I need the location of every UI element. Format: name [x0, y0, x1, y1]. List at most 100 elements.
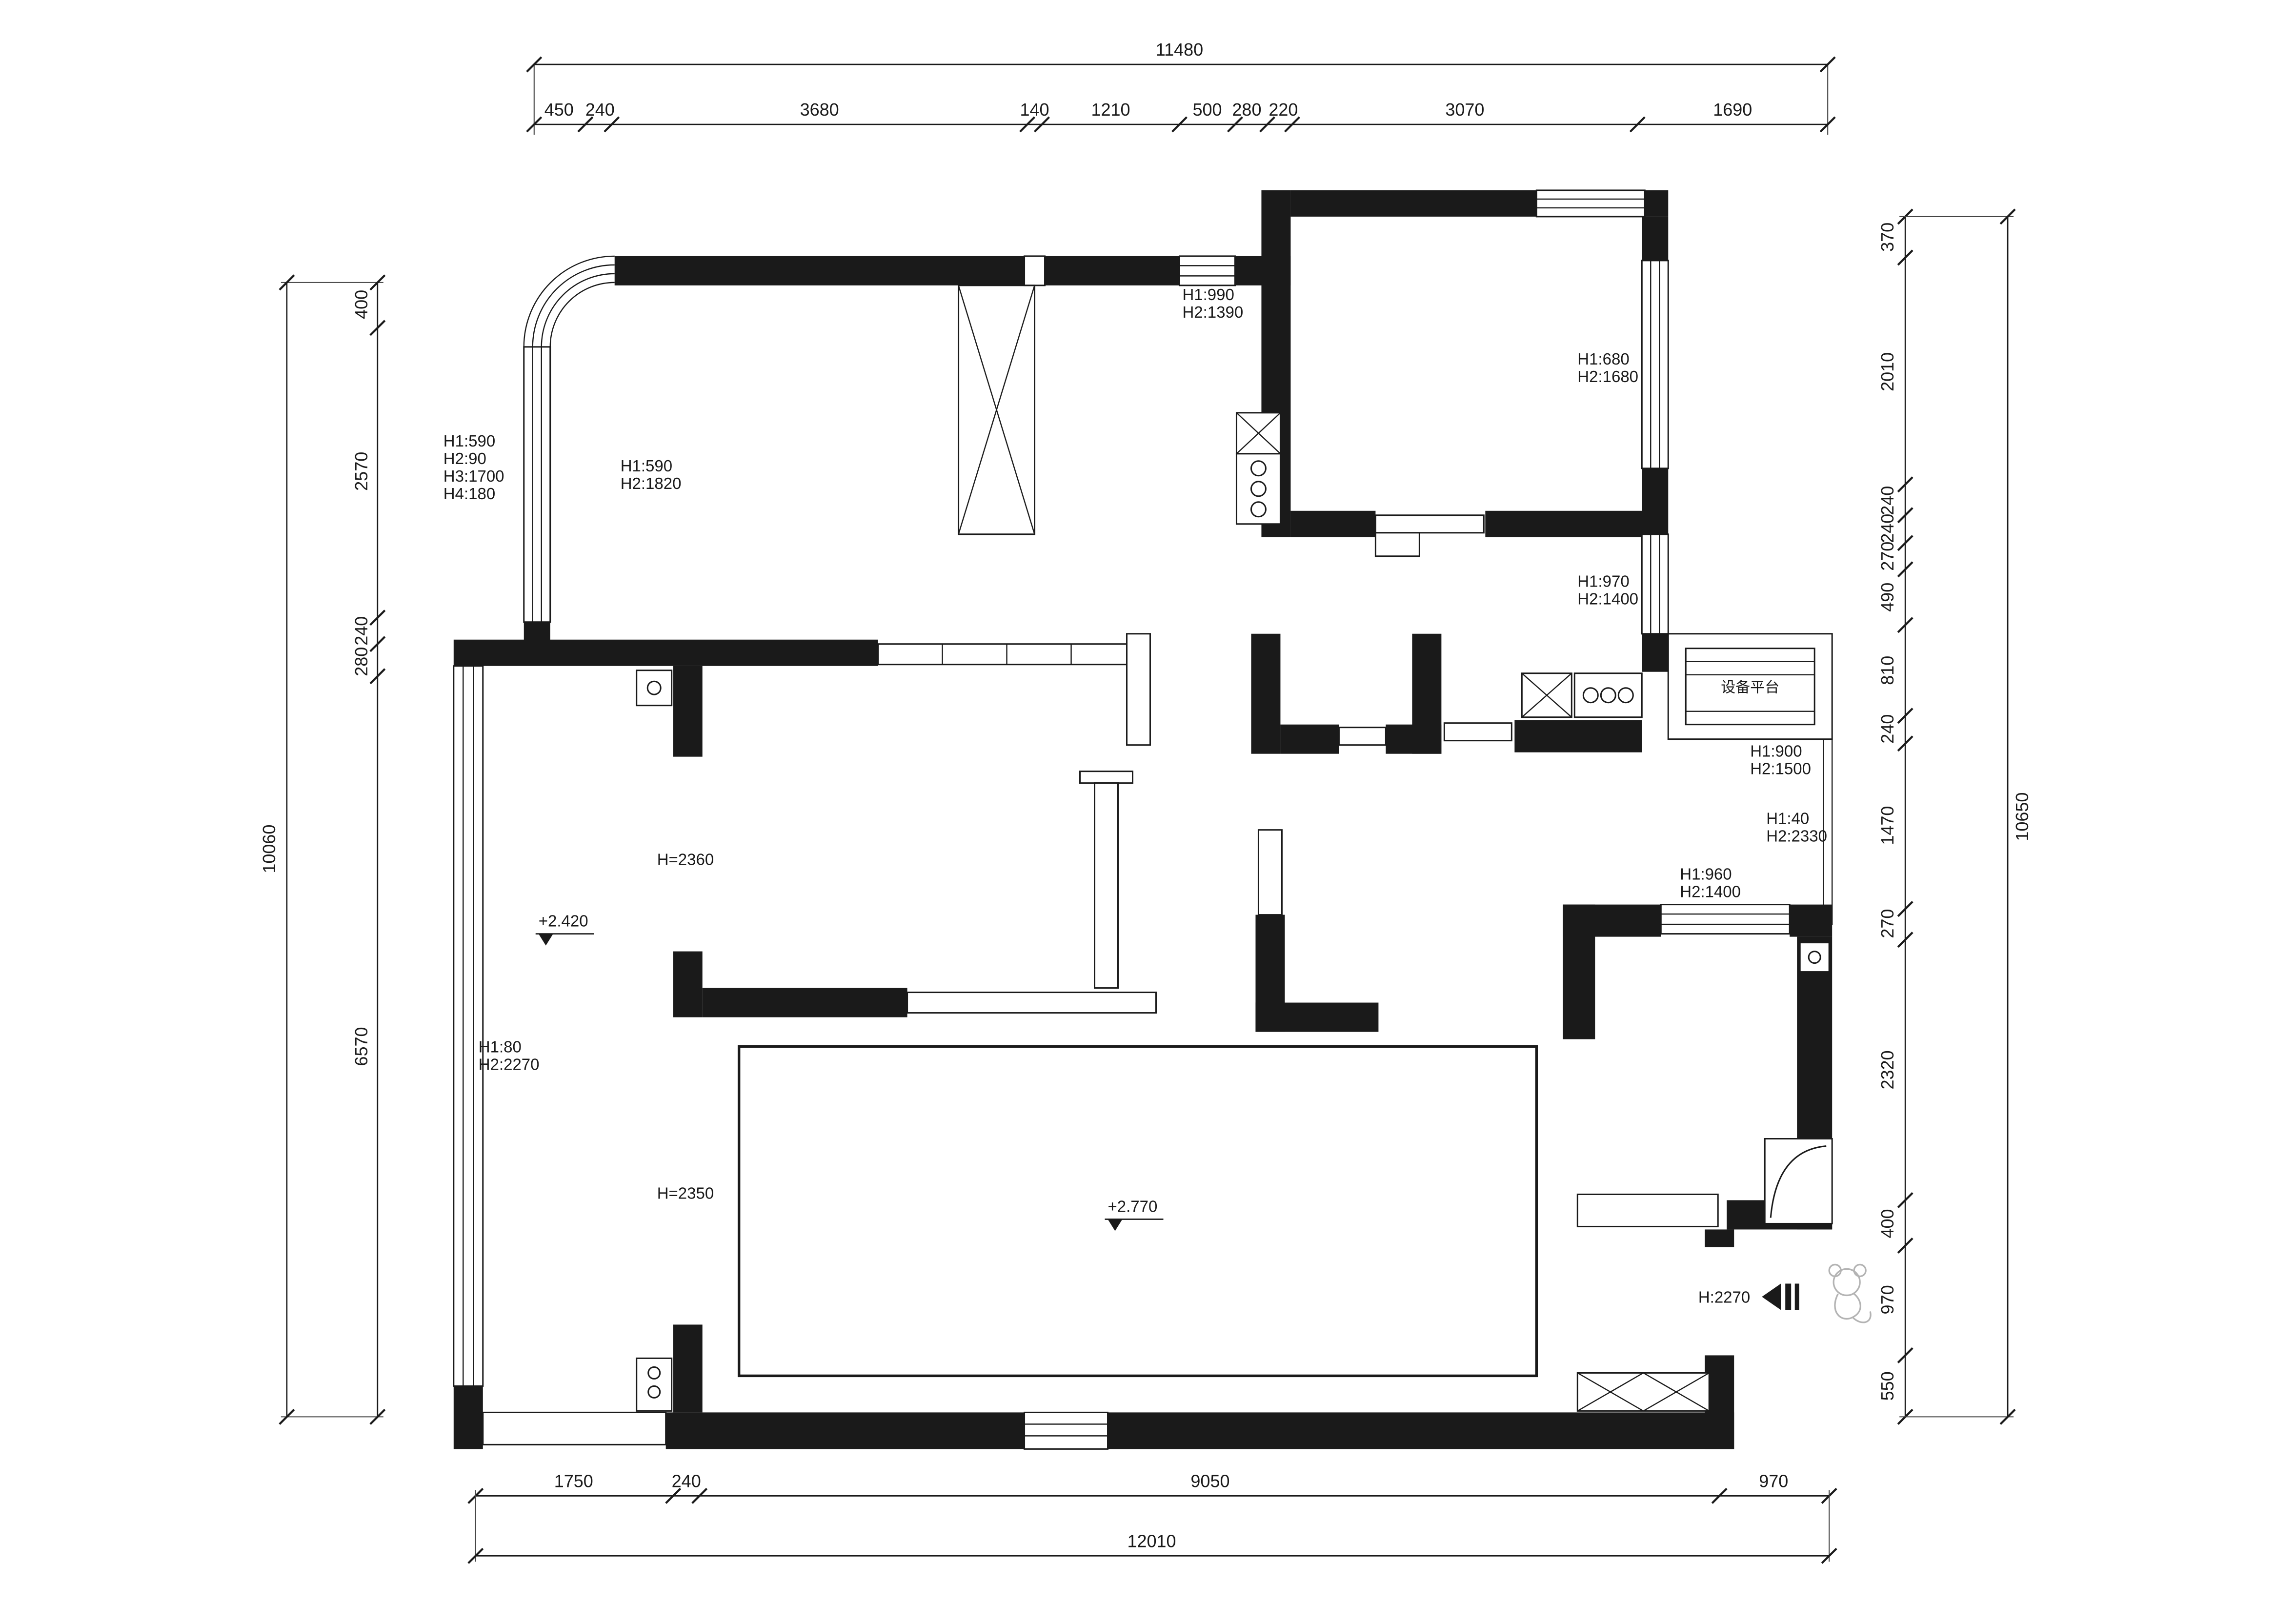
sliding-door-row — [877, 643, 1136, 666]
dim-right-seg-0: 370 — [1877, 223, 1897, 252]
window-balcony-label2: H2:2270 — [479, 1056, 540, 1074]
balcony-slab-edge — [482, 1411, 667, 1445]
appliance-stack — [1235, 412, 1281, 525]
window-bathroom-label: H1:960 — [1680, 865, 1732, 883]
window-top-center — [1178, 255, 1236, 286]
door-leaf-kitchen — [1443, 722, 1512, 742]
dim-right-seg-11: 400 — [1877, 1209, 1897, 1238]
door-step — [1374, 532, 1420, 557]
dim-right-seg-3: 240 — [1877, 514, 1897, 543]
dim-left-seg-4: 6570 — [351, 1027, 371, 1066]
bay-window-left-label2: H2:90 — [443, 449, 486, 467]
window-platform-label2: H2:1500 — [1750, 760, 1811, 778]
level-mark-balcony: +2.420 — [535, 912, 594, 946]
dim-bottom-seg-2: 9050 — [1190, 1471, 1229, 1491]
column-box-right — [1799, 942, 1830, 973]
window-balcony-label: H1:80 — [479, 1038, 522, 1056]
equipment-platform: 设备平台 — [1667, 633, 1833, 740]
window-platform-label: H1:900 — [1750, 742, 1802, 760]
dim-right-seg-6: 810 — [1877, 656, 1897, 685]
ceiling-outline — [737, 1045, 1538, 1378]
dim-top-seg-5: 500 — [1192, 100, 1222, 120]
dim-right-seg-5: 490 — [1877, 583, 1897, 612]
window-top-label2: H2:1390 — [1182, 303, 1243, 321]
dim-top-seg-9: 1690 — [1713, 100, 1752, 120]
entry-height-label: H:2270 — [1698, 1288, 1750, 1306]
shaft-box — [958, 284, 1036, 535]
dim-top-seg-4: 1210 — [1091, 100, 1130, 120]
dim-right-seg-13: 550 — [1877, 1371, 1897, 1401]
dim-right-overall-label: 10650 — [2012, 792, 2032, 841]
window-top-right-label: H1:680 — [1577, 350, 1629, 368]
window-top-right — [1535, 189, 1646, 218]
balcony-window-left — [453, 665, 484, 1387]
glass-partition — [1079, 771, 1133, 989]
equipment-platform-label: 设备平台 — [1721, 679, 1779, 696]
bay-window-left-label4: H4:180 — [443, 485, 495, 503]
dim-top-overall-label: 11480 — [1156, 40, 1203, 60]
dimension-bottom-overall: 12010 — [468, 1490, 1836, 1563]
dimension-right-overall: 10650 — [1899, 209, 2032, 1424]
bay-window-left-label3: H3:1700 — [443, 467, 504, 485]
dim-right-seg-10: 2320 — [1877, 1050, 1897, 1089]
dimension-left-segments: 400 2570 240 280 6570 — [351, 275, 385, 1424]
column-box-top — [636, 670, 673, 707]
dim-left-overall-label: 10060 — [259, 825, 279, 874]
level-balcony-label: +2.420 — [539, 912, 588, 930]
dim-left-seg-3: 280 — [351, 647, 371, 676]
window-right-kitchen — [1641, 533, 1669, 635]
window-bedroom-left-label: H1:590 — [621, 457, 672, 475]
dim-bottom-seg-0: 1750 — [554, 1471, 593, 1491]
dim-right-seg-7: 240 — [1877, 714, 1897, 744]
dimension-right-segments: 370 2010 240 240 270 490 810 240 1470 27… — [1877, 209, 1913, 1424]
dim-top-seg-7: 220 — [1269, 100, 1298, 120]
column-box-bottom — [636, 1357, 673, 1412]
entry-arrow — [1762, 1283, 1799, 1310]
window-kitchen-label: H1:970 — [1577, 572, 1629, 590]
ceiling-height-living-label: H=2350 — [657, 1184, 714, 1202]
dim-right-seg-8: 1470 — [1877, 806, 1897, 845]
shower-corner — [1764, 1138, 1833, 1224]
dim-left-seg-2: 240 — [351, 616, 371, 646]
door-leaf-hall — [1338, 727, 1387, 746]
dim-right-seg-4: 270 — [1877, 542, 1897, 571]
dim-top-seg-6: 280 — [1232, 100, 1261, 120]
low-cabinet — [906, 992, 1157, 1014]
dimension-top-overall: 11480 — [527, 40, 1835, 135]
dim-top-seg-3: 140 — [1020, 100, 1049, 120]
dimension-top-segments: 450 240 3680 140 1210 500 280 220 3070 1… — [527, 100, 1835, 132]
window-bottom — [1024, 1411, 1109, 1450]
dim-top-seg-0: 450 — [544, 100, 574, 120]
door-leaf-bedroom3 — [1257, 829, 1283, 916]
logo-sketch — [1828, 1263, 1872, 1323]
dim-left-seg-0: 400 — [351, 290, 371, 319]
dim-right-seg-1: 2010 — [1877, 352, 1897, 391]
corner-arc-window — [523, 255, 615, 347]
window-kitchen-label2: H2:1400 — [1577, 590, 1638, 608]
fixtures: 设备平台 — [636, 284, 1833, 1412]
window-bathroom — [1660, 904, 1791, 935]
doors-partitions — [877, 514, 1833, 1227]
railing-right-label: H1:40 — [1766, 810, 1809, 828]
dim-top-seg-2: 3680 — [800, 100, 839, 120]
level-mark-living: +2.770 — [1105, 1197, 1164, 1231]
bay-window-left-upper — [523, 346, 551, 623]
dim-right-seg-2: 240 — [1877, 486, 1897, 515]
dim-right-seg-12: 970 — [1877, 1285, 1897, 1314]
railing-right-label2: H2:2330 — [1766, 827, 1827, 845]
kitchen-counter — [1521, 672, 1643, 718]
window-top-right-label2: H2:1680 — [1577, 367, 1638, 386]
ceiling-height-mid-label: H=2360 — [657, 851, 714, 869]
door-leaf-bedroom2 — [1374, 514, 1485, 534]
dimension-left-overall: 10060 — [259, 275, 383, 1424]
dimension-bottom-segments: 1750 240 9050 970 — [468, 1471, 1836, 1503]
bay-window-left-label: H1:590 — [443, 432, 495, 450]
dim-top-seg-1: 240 — [585, 100, 615, 120]
annotations: H1:990 H2:1390 H1:680 H2:1680 H1:590 H2:… — [443, 285, 1872, 1323]
windows — [453, 189, 1833, 1450]
window-right-bedroom — [1641, 260, 1669, 469]
dim-right-seg-9: 270 — [1877, 909, 1897, 938]
partition-stub — [1126, 633, 1151, 746]
